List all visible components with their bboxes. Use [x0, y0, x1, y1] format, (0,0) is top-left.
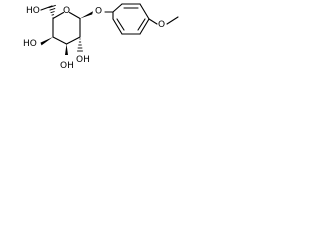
bond-ar-1	[112, 3, 123, 13]
bond-c3-o-wedge	[65, 44, 68, 55]
label-oh-c2: OH	[76, 55, 90, 65]
bond-c4-o-wedge	[40, 37, 53, 46]
bond-c2-o-hashed	[77, 38, 83, 52]
bond-ring-o-c1	[68, 11, 81, 20]
label-ho-ch2: HO	[26, 6, 40, 16]
label-aryl-ether-oxygen: O	[95, 7, 102, 17]
bond-ar-3	[139, 3, 150, 20]
bond-ring-c2-c3	[65, 36, 81, 45]
bond-ar-double-3	[116, 18, 125, 31]
bond-ar-6	[112, 18, 123, 35]
label-oh-c3: OH	[60, 61, 74, 71]
label-ho-c4: HO	[23, 39, 37, 49]
label-ring-oxygen: O	[63, 6, 70, 16]
bond-ch2-o	[40, 5, 53, 11]
bond-c1-o-wedge	[80, 11, 93, 19]
bond-ring-c3-c4	[52, 36, 68, 45]
bond-ring-c5-o	[52, 11, 65, 20]
structure-drawing: HO O O O HO OH OH	[23, 3, 179, 71]
bond-methoxy-ch3	[166, 16, 179, 25]
bond-ar-double-2	[137, 18, 146, 31]
bond-ar-o-methoxy	[148, 18, 158, 25]
bond-ar-4	[139, 18, 150, 35]
label-methoxy-oxygen: O	[158, 20, 165, 30]
